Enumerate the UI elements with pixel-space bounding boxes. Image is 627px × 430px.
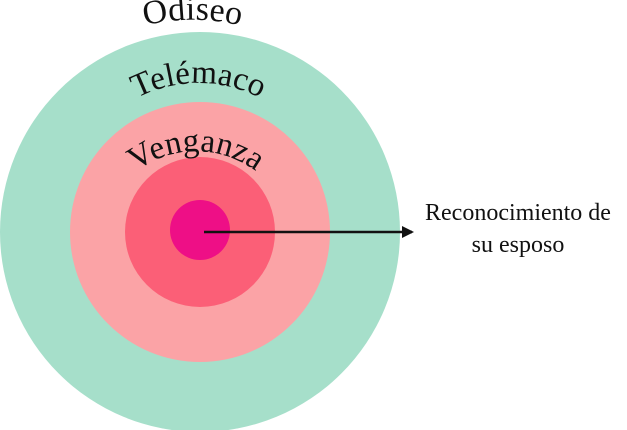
callout-line-1: Reconocimiento de xyxy=(425,200,611,226)
core-circle xyxy=(170,200,230,260)
callout-line-2: su esposo xyxy=(471,232,565,258)
callout-label: Reconocimiento de su esposo xyxy=(412,197,624,261)
ring-label-odiseo: Odiseo xyxy=(140,0,246,33)
